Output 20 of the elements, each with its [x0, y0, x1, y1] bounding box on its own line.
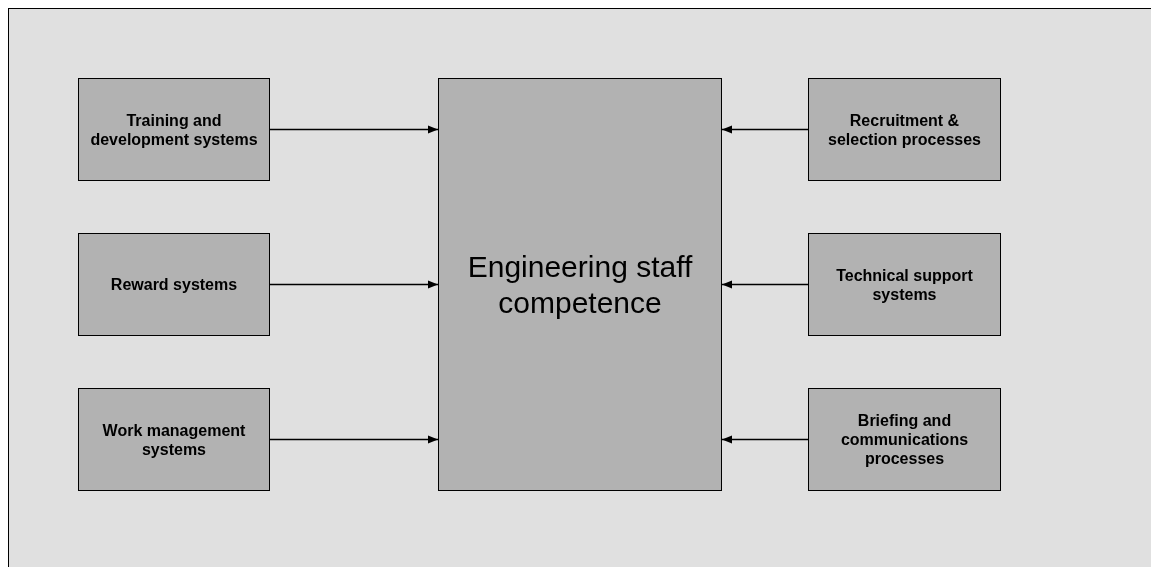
arrow — [269, 280, 439, 289]
box-label: Reward systems — [110, 275, 238, 294]
arrow — [721, 435, 809, 444]
process-box — [78, 78, 270, 181]
box-label: Technical support systems — [835, 265, 974, 304]
box-label: Work management systems — [101, 420, 247, 459]
process-box — [808, 388, 1001, 491]
process-box — [808, 78, 1001, 181]
box-label: Training and development systems — [89, 110, 259, 149]
arrow — [721, 125, 809, 134]
process-box — [78, 233, 270, 336]
box-label: Recruitment & selection processes — [827, 110, 982, 149]
process-box — [808, 233, 1001, 336]
arrow — [269, 435, 439, 444]
process-box — [438, 78, 722, 491]
process-box — [78, 388, 270, 491]
box-title: Engineering staff competence — [466, 248, 694, 321]
arrow — [269, 125, 439, 134]
arrow — [721, 280, 809, 289]
box-label: Briefing and communications processes — [839, 411, 970, 468]
